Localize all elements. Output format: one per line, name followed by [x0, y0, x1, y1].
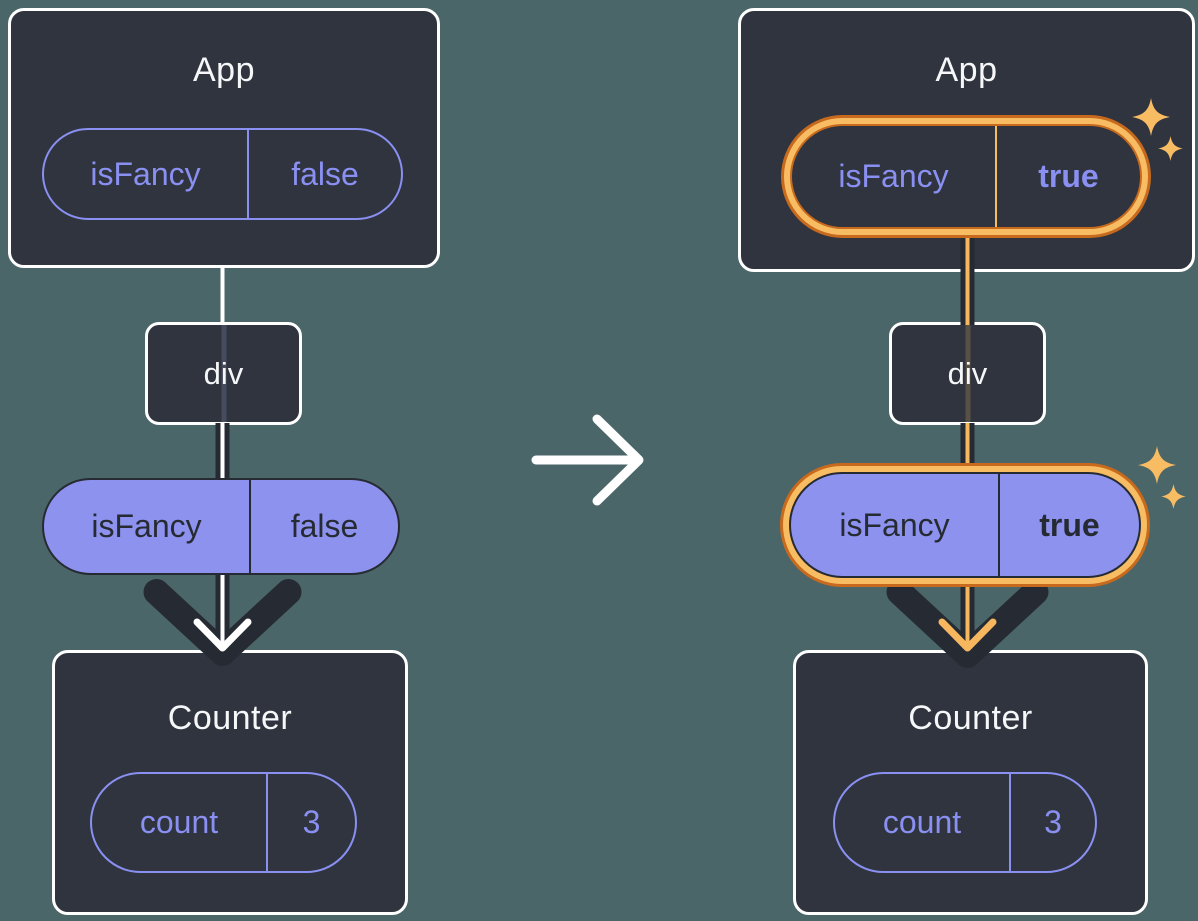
- sparkle-icon: [1138, 446, 1176, 484]
- app-state-pill-after-highlight: isFancy true: [781, 115, 1151, 238]
- component-title: App: [193, 51, 255, 89]
- arrow-head-dark-after: [886, 579, 1049, 668]
- prop-pill-before: isFancy false: [42, 478, 400, 575]
- prop-key: isFancy: [44, 480, 251, 573]
- prop-pill-after-highlight: isFancy true: [780, 463, 1150, 587]
- component-title: App: [935, 51, 998, 89]
- state-value: true: [1038, 158, 1099, 194]
- sparkle-icon: [1158, 136, 1183, 161]
- arrow-head-core-before: [193, 618, 252, 652]
- prop-value: true: [1039, 506, 1100, 543]
- state-value: false: [291, 155, 359, 192]
- arrow-head-core-after: [938, 618, 997, 652]
- component-title: Counter: [908, 699, 1033, 737]
- state-value: 3: [1044, 804, 1062, 840]
- prop-value: false: [290, 508, 359, 544]
- counter-state-pill-before: count 3: [90, 772, 357, 873]
- sparkle-icon: [1161, 484, 1186, 509]
- prop-key: isFancy: [791, 474, 1000, 576]
- state-key: isFancy: [792, 126, 997, 227]
- state-key: isFancy: [44, 130, 249, 218]
- arrow-head-dark-before: [143, 579, 302, 666]
- state-value: 3: [302, 804, 321, 840]
- state-key: count: [92, 774, 268, 871]
- state-key: count: [835, 774, 1011, 871]
- sparkle-icon: [1132, 98, 1170, 136]
- node-label: div: [203, 355, 244, 391]
- right-arrow-icon: [531, 414, 644, 506]
- counter-state-pill-after: count 3: [833, 772, 1097, 873]
- app-state-pill-before: isFancy false: [42, 128, 403, 220]
- component-title: Counter: [167, 699, 293, 737]
- node-label: div: [947, 355, 988, 391]
